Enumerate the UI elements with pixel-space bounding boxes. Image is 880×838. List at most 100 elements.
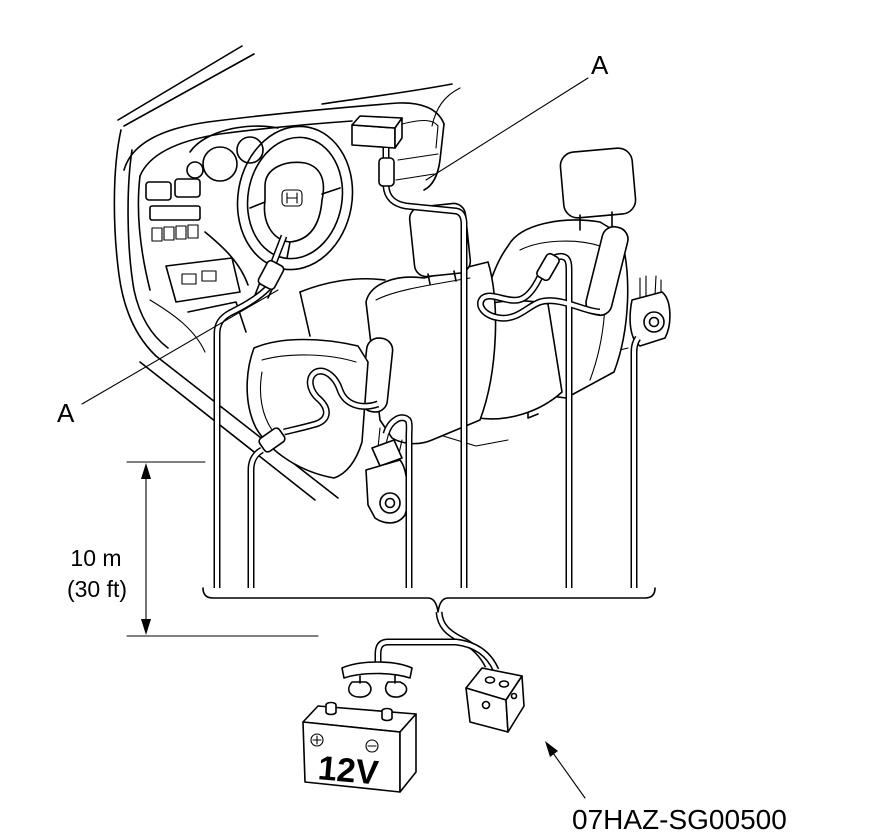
battery-clamps bbox=[341, 661, 413, 698]
cable-tool-to-battery bbox=[374, 638, 500, 672]
door-sill-lower bbox=[139, 361, 316, 501]
center-vent-right bbox=[174, 178, 201, 198]
dimension-arrowhead-bottom bbox=[141, 619, 151, 635]
driver-headrest-posts bbox=[427, 270, 457, 285]
tool-switch bbox=[481, 700, 491, 710]
steering-spoke-left bbox=[249, 201, 266, 209]
passenger-seat-belt-tensioner bbox=[629, 275, 671, 347]
tensioner-prongs bbox=[639, 275, 662, 301]
callout-leader-left bbox=[81, 289, 279, 405]
tensioner-upper bbox=[371, 439, 403, 467]
hvac-button bbox=[175, 225, 187, 240]
figure-id: 07HAZ-SG00500 bbox=[572, 804, 787, 835]
dashboard-left-lower bbox=[137, 175, 151, 291]
tool-indicator bbox=[510, 692, 518, 700]
callout-label-a-left: A bbox=[57, 398, 75, 428]
tensioner-drum-hub bbox=[384, 497, 396, 509]
passenger-airbag-connector bbox=[378, 157, 395, 187]
a-pillar-trim bbox=[113, 129, 157, 357]
tool-side-face bbox=[505, 675, 525, 733]
battery-side-face bbox=[399, 713, 417, 793]
console-switch bbox=[181, 273, 197, 285]
passenger-seatback-seam bbox=[519, 240, 601, 251]
clamp-bar bbox=[341, 661, 413, 679]
deployment-tool bbox=[465, 667, 525, 733]
floor-console bbox=[187, 301, 247, 333]
windshield-pillar-line-inner bbox=[123, 53, 255, 127]
battery-negative-symbol bbox=[365, 739, 379, 753]
hvac-button bbox=[187, 224, 199, 239]
kick-panel bbox=[149, 299, 206, 353]
passenger-headrest bbox=[559, 147, 637, 219]
glove-box-lower bbox=[395, 173, 435, 181]
battery: 12V bbox=[302, 701, 417, 793]
steering-logo-h bbox=[286, 192, 298, 204]
cable-passenger-airbag bbox=[382, 148, 468, 588]
door-sill-upper bbox=[155, 355, 339, 499]
tool-terminal-left bbox=[484, 676, 496, 684]
battery-voltage-label: 12V bbox=[316, 749, 380, 792]
battery-positive-cross bbox=[312, 735, 322, 745]
windshield-pillar-line-outer bbox=[117, 45, 243, 121]
view-arrow-shaft bbox=[552, 752, 586, 799]
driver-cushion-front bbox=[259, 371, 273, 431]
antenna-wire bbox=[431, 87, 461, 127]
driver-seat-belt-tensioner bbox=[365, 427, 409, 524]
passenger-side-airbag-connector bbox=[536, 252, 560, 282]
windshield-base-line bbox=[321, 83, 453, 105]
lower-console-panel bbox=[165, 257, 241, 303]
battery-terminal-negative bbox=[381, 707, 393, 722]
console-switch bbox=[201, 270, 217, 282]
dimension-label-imperial: (30 ft) bbox=[67, 576, 127, 602]
cable-bundle-brace bbox=[202, 587, 656, 613]
battery-positive-symbol bbox=[310, 733, 324, 747]
driver-cushion-seam bbox=[261, 354, 357, 363]
tensioner-drum bbox=[643, 311, 665, 333]
driver-headrest bbox=[408, 202, 472, 278]
cable-driver-side-airbag bbox=[247, 367, 380, 588]
knee-bolster bbox=[204, 231, 249, 286]
tensioner-drum-hub bbox=[648, 316, 660, 328]
clamp-left bbox=[348, 681, 372, 698]
callout-label-a-top: A bbox=[591, 50, 609, 80]
center-console-side bbox=[299, 291, 311, 337]
dashboard-top-edge bbox=[123, 102, 445, 171]
steering-spoke-right bbox=[321, 187, 341, 195]
audio-display bbox=[149, 205, 201, 221]
steering-wheel bbox=[236, 125, 354, 299]
dashboard-upper-pad bbox=[139, 120, 353, 177]
hvac-button bbox=[163, 226, 175, 241]
view-arrow bbox=[545, 741, 586, 799]
callout-a-left: A bbox=[57, 289, 279, 428]
dash-wire bbox=[401, 119, 439, 149]
view-arrowhead bbox=[545, 741, 558, 757]
battery-terminal-positive bbox=[325, 701, 337, 716]
deployment-cables bbox=[213, 148, 641, 672]
steering-wheel-hub bbox=[263, 161, 325, 243]
hvac-button bbox=[151, 227, 163, 242]
hvac-buttons bbox=[151, 224, 199, 242]
clamp-right bbox=[384, 681, 408, 698]
tensioner-drum bbox=[379, 492, 401, 514]
steering-airbag-connector bbox=[257, 259, 285, 291]
instrument-hood bbox=[189, 125, 279, 153]
dimension-arrowhead-top bbox=[141, 463, 151, 479]
speedometer-gauge bbox=[202, 146, 238, 182]
driver-seatback-seam bbox=[375, 277, 471, 301]
vehicle-interior bbox=[113, 45, 629, 501]
center-console-lid bbox=[299, 277, 386, 293]
dimension-label-metric: 10 m bbox=[70, 545, 121, 571]
passenger-headrest-posts bbox=[579, 211, 613, 231]
driver-side-airbag-connector bbox=[258, 427, 286, 453]
tachometer-gauge bbox=[236, 136, 264, 164]
glove-box-upper bbox=[397, 153, 439, 161]
cable-steering-wheel-airbag bbox=[213, 234, 288, 588]
dash-module-box bbox=[351, 115, 403, 149]
clamp-links bbox=[359, 675, 396, 684]
center-vent-left bbox=[145, 181, 172, 201]
cable-driver-seat-belt-tensioner bbox=[382, 414, 413, 588]
cable-passenger-seat-belt-tensioner bbox=[630, 335, 641, 588]
steering-spoke-bottom bbox=[286, 241, 291, 259]
tool-terminal-right bbox=[498, 680, 510, 688]
